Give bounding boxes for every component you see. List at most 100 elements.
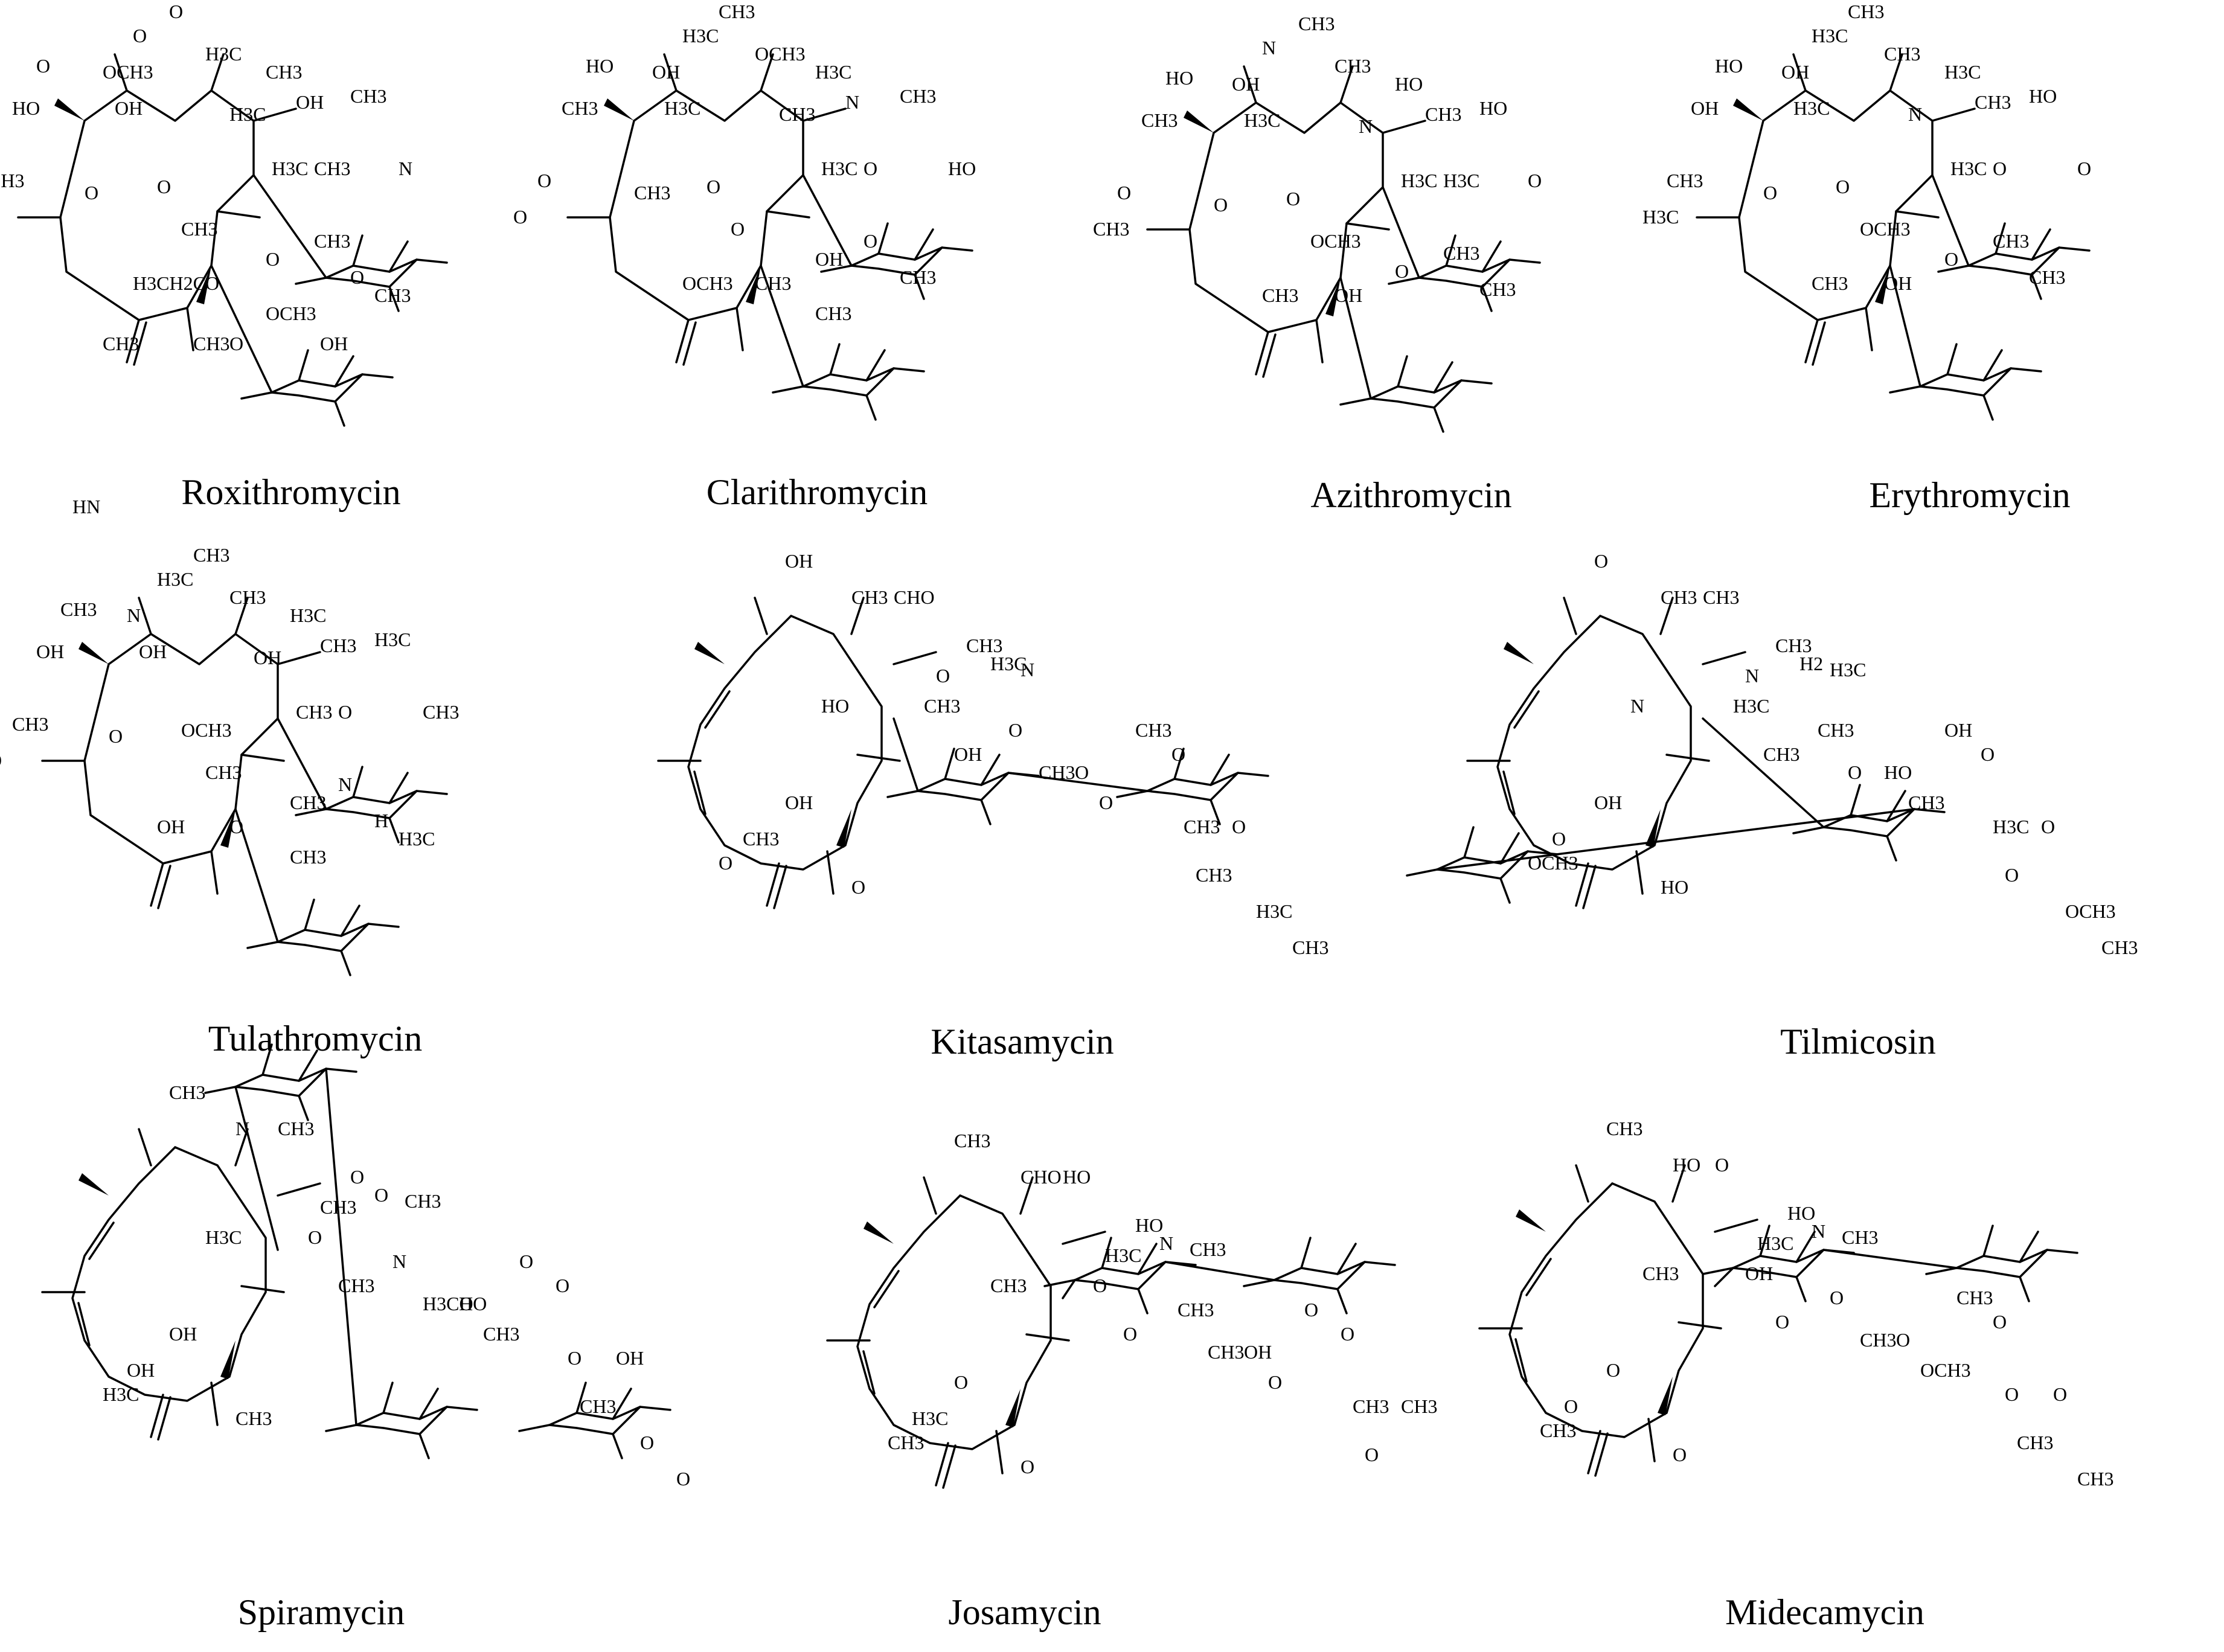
atom-label: O [1564,1395,1578,1417]
atom-label: O [1836,176,1850,197]
wedge-bond [1005,1389,1021,1427]
atom-label: CH3 [815,303,851,324]
wedge-bond [1325,278,1341,316]
substituent-bond [1315,319,1324,363]
atom-label: CH3 [0,170,24,191]
atom-label: OH [1745,1263,1773,1284]
atom-label: H3C [664,97,700,119]
atom-label: O [1075,761,1089,783]
atom-label: O [731,218,745,240]
atom-label: N [338,773,352,795]
atom-label: CH3 [851,586,888,608]
atom-label: CH3 [1642,1263,1679,1284]
sugar-ring [1937,222,2091,300]
atom-label: CH3 [229,586,266,608]
atom-label: HO [1479,97,1507,119]
carbonyl-bond [1804,319,1819,363]
atom-label: CH3 [1190,1238,1226,1260]
carbonyl-bond [1262,333,1277,378]
substituent-bond [252,107,297,122]
atom-label: O [2053,1383,2067,1405]
atom-label: CH3 [1842,1226,1878,1248]
atom-label: O [1214,194,1228,216]
atom-label: O [519,1250,533,1272]
atom-label: H3C [399,828,435,850]
atom-label: O [1123,1323,1137,1345]
wedge-bond [1516,1209,1546,1232]
atom-label: O [1268,1371,1282,1393]
atom-label: H3C [1244,109,1280,131]
atom-label: O [1171,743,1185,765]
atom-label: H3C [1757,1232,1793,1254]
atom-label: OH [785,792,813,813]
atom-label: O [1673,1444,1687,1465]
atom-label: O [1365,1444,1379,1465]
atom-label: O [2005,864,2019,886]
atom-label: O [1993,1311,2007,1333]
atom-label: CH3 [374,284,411,306]
atom-label: HO [1063,1166,1091,1188]
wedge-bond [1658,1377,1673,1415]
atom-label: H3C [1812,25,1848,46]
atom-label: H2 [1799,653,1823,674]
atom-label: O [205,272,219,294]
atom-label: CH3 [900,266,936,288]
atom-label: O [109,725,123,747]
atom-label: CH3 [60,598,97,620]
atom-label: HO [459,1293,487,1314]
atom-label: H3C [1830,659,1866,680]
substituent-bond [850,597,865,635]
glycosidic-bond [892,717,919,792]
atom-label: CH3 [236,1407,272,1429]
atom-label: O [1848,761,1862,783]
caption-josamycin: Josamycin [948,1592,1101,1632]
wedge-bond [746,266,761,304]
atom-label: HO [1787,1202,1815,1224]
substituent-bond [240,754,285,762]
substituent-bond [1931,107,1976,122]
atom-label: CH3 [1479,278,1516,300]
atom-label: O [1286,188,1300,210]
atom-label: O [338,701,352,723]
carbonyl-bond [675,319,690,363]
wedge-bond [220,809,236,848]
glycosidic-bond [277,717,327,810]
glycosidic-bond [1436,808,1915,871]
glycosidic-bond [1714,1267,1734,1287]
substituent-bond [760,53,774,92]
atom-label: HO [1661,876,1688,898]
structure-erythromycin: OH3CCH3HOOHCH3H3COHH3CNCH3HOH3COOCH3H3CO… [1642,1,2091,421]
glycosidic-bond [1007,772,1149,792]
double-bond [1514,1338,1528,1383]
substituent-bond [1382,120,1426,134]
atom-label: O [169,1,183,22]
atom-label: N [127,604,141,626]
atom-label: HO [1135,1214,1163,1236]
atom-label: CH3 [719,1,755,22]
atom-label: CH3 [1093,218,1129,240]
substituent-bond [210,1381,219,1426]
atom-label: O [513,206,527,228]
substituent-bond [1865,307,1873,351]
sugar-ring [772,343,925,421]
glycosidic-bond [1931,174,1970,267]
substituent-bond [1647,1418,1656,1462]
atom-label: H3C [1642,206,1679,228]
atom-label: CH3 [1141,109,1178,131]
atom-label: OCH3 [103,61,153,83]
atom-label: CH3 [169,1081,205,1103]
substituent-bond [923,1176,937,1215]
double-bond [1502,770,1516,815]
glycosidic-bond [760,264,804,388]
atom-label: CH3 [296,701,332,723]
atom-label: CH3 [205,761,242,783]
substituent-bond [1243,65,1257,104]
atom-label: N [1630,695,1644,717]
substituent-bond [856,754,901,762]
substituent-bond [802,107,847,122]
carbonyl-bond [150,862,164,907]
atom-label: H3C [229,103,266,125]
caption-midecamycin: Midecamycin [1725,1592,1924,1632]
